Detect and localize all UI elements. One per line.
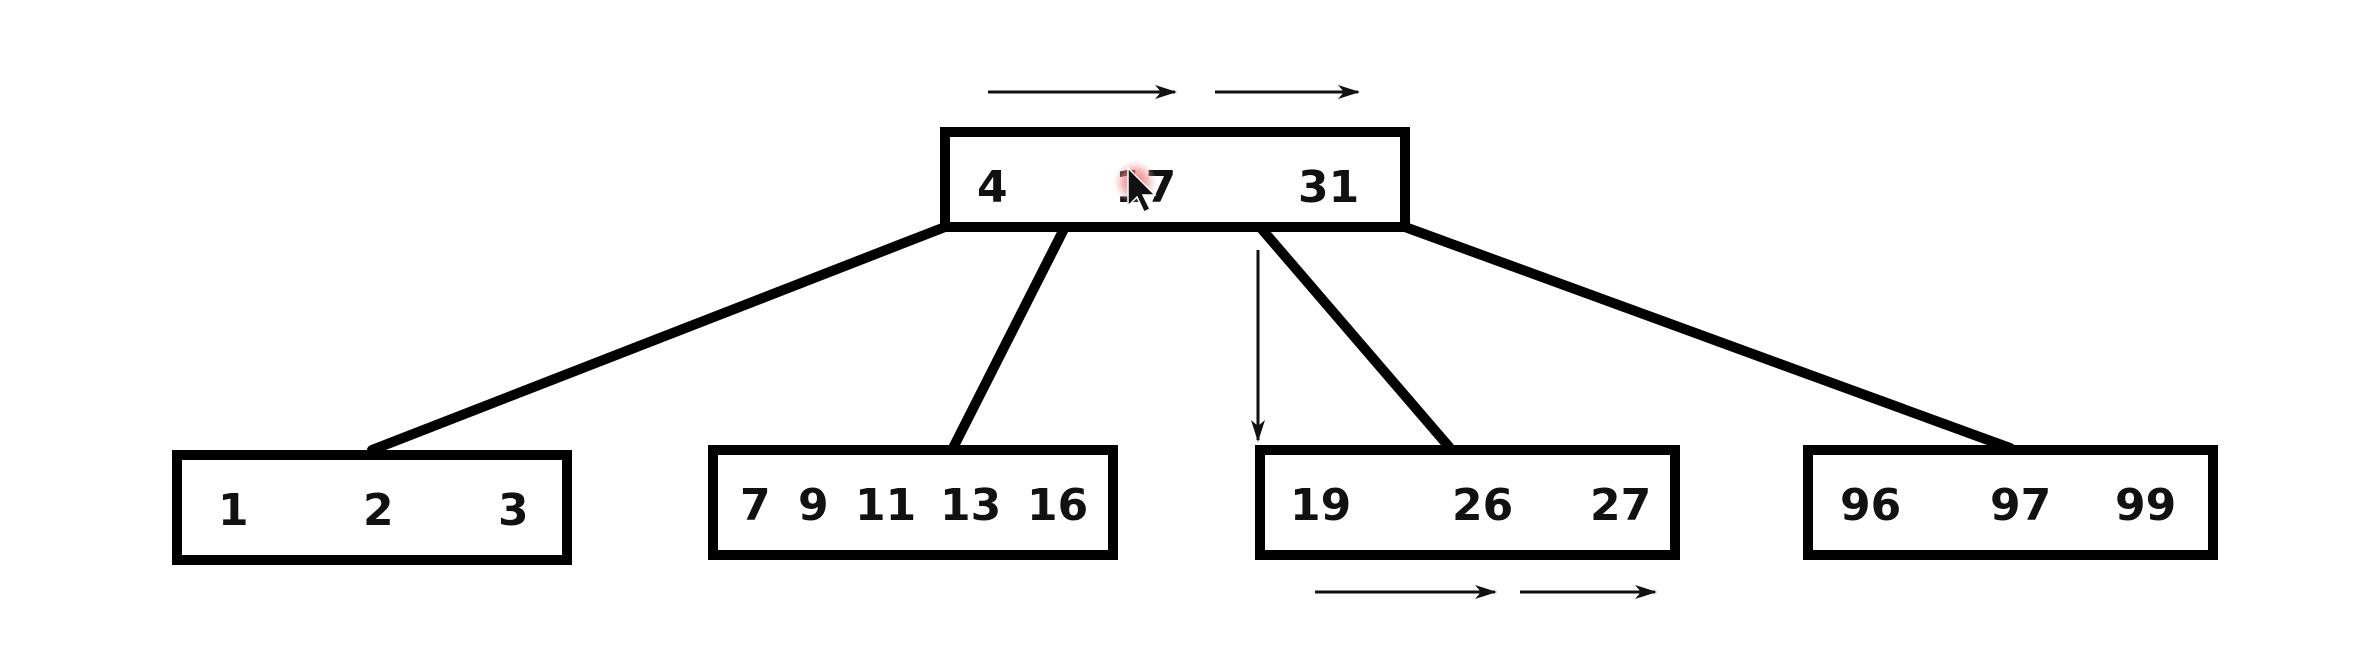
child-node-key: 1	[218, 485, 249, 536]
child-node-2-box	[708, 445, 1118, 560]
child-node-key: 19	[1290, 480, 1351, 531]
child-node-key: 97	[1990, 480, 2051, 531]
child-node-1: 1 2 3	[172, 450, 572, 565]
edge-root-child-1	[367, 222, 950, 455]
child-node-4: 96 97 99	[1803, 445, 2218, 560]
child-node-key: 26	[1452, 480, 1513, 531]
child-node-4-box	[1803, 445, 2218, 560]
child-node-key: 9	[798, 480, 829, 531]
child-node-key: 96	[1840, 480, 1901, 531]
mouse-pointer-icon	[1113, 160, 1157, 214]
child-node-key: 27	[1590, 480, 1651, 531]
root-node: 4 17 31	[940, 127, 1410, 232]
root-key: 4	[977, 162, 1008, 213]
child-node-3-box	[1255, 445, 1680, 560]
child-node-key: 7	[740, 480, 771, 531]
root-key: 31	[1298, 162, 1359, 213]
child-node-3: 19 26 27	[1255, 445, 1680, 560]
child-node-key: 13	[940, 480, 1001, 531]
cursor-arrow	[1127, 166, 1157, 214]
edge-root-child-3	[1255, 222, 1455, 453]
edge-root-child-2	[948, 222, 1070, 453]
child-node-key: 99	[2115, 480, 2176, 531]
child-node-key: 16	[1027, 480, 1088, 531]
child-node-key: 2	[363, 485, 394, 536]
edge-root-child-4	[1400, 222, 2015, 453]
child-node-2: 7 9 11 13 16	[708, 445, 1118, 560]
child-node-key: 3	[498, 485, 529, 536]
child-node-key: 11	[855, 480, 916, 531]
child-node-1-box	[172, 450, 572, 565]
root-node-box	[940, 127, 1410, 232]
